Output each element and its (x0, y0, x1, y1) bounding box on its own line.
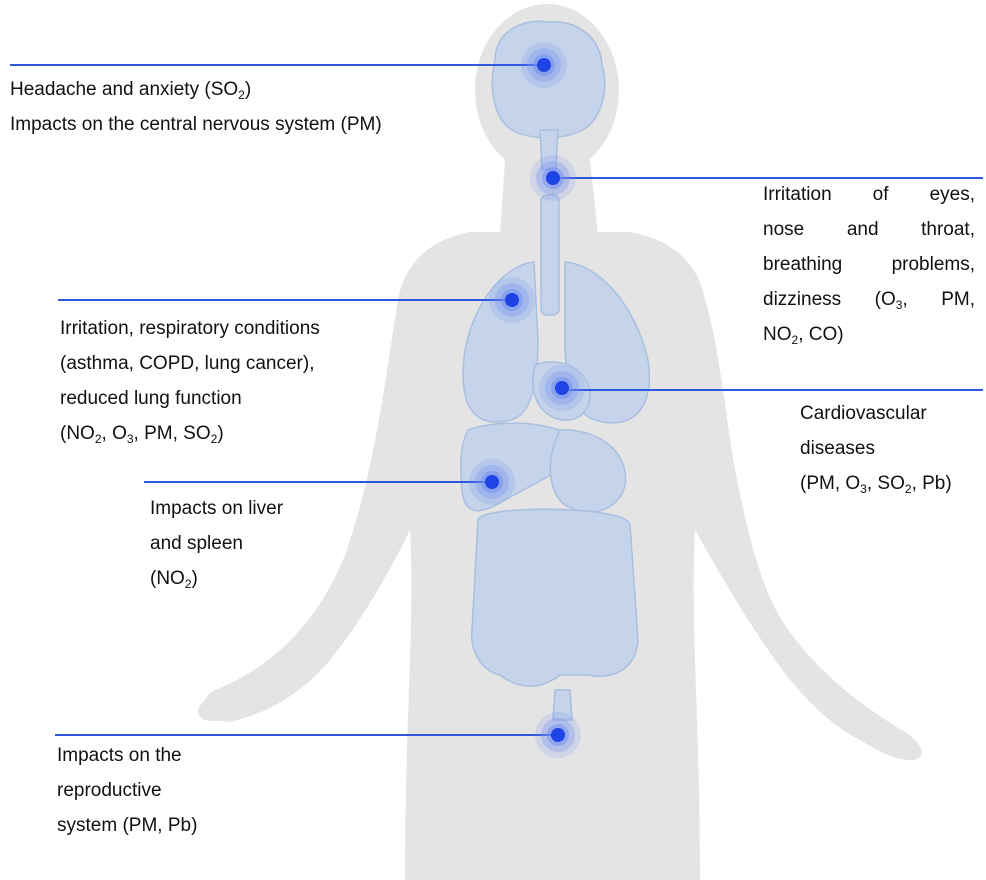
text-run: nose (763, 219, 804, 240)
text-run: ) (217, 423, 223, 444)
marker-liver-spleen (469, 459, 515, 505)
text-run: Impacts on liver (150, 498, 283, 519)
callout-line: and spleen (150, 526, 283, 561)
callout-line: (NO2, O3, PM, SO2) (60, 416, 320, 451)
text-run: , O (102, 423, 127, 444)
text-run: (O (875, 289, 896, 310)
callout-line: Irritation of eyes, (763, 177, 975, 212)
callout-word: eyes, (930, 177, 975, 212)
callout-line: reduced lung function (60, 381, 320, 416)
text-run: reduced lung function (60, 388, 242, 409)
text-run: breathing (763, 254, 842, 275)
callout-word: dizziness (763, 282, 841, 317)
text-run: reproductive (57, 780, 162, 801)
callout-word: nose (763, 212, 804, 247)
callout-line: (asthma, COPD, lung cancer), (60, 346, 320, 381)
text-run: ) (192, 568, 198, 589)
text-run: and spleen (150, 533, 243, 554)
callout-word: problems, (892, 247, 975, 282)
callout-word: (O3, (875, 282, 908, 317)
callout-cardiovascular: Cardiovascular diseases (PM, O3, SO2, Pb) (800, 396, 952, 501)
text-run: eyes, (930, 184, 975, 205)
text-run: , CO) (798, 324, 843, 345)
callout-line: diseases (800, 431, 952, 466)
marker-reproductive (535, 712, 581, 758)
marker-cardiovascular (539, 365, 585, 411)
text-run: PM, (941, 289, 975, 310)
text-run: diseases (800, 438, 875, 459)
subscript: 2 (905, 482, 912, 496)
text-run: and (847, 219, 879, 240)
text-run: NO (763, 324, 792, 345)
callout-line: (PM, O3, SO2, Pb) (800, 466, 952, 501)
callout-line: nose and throat, (763, 212, 975, 247)
callout-line: Cardiovascular (800, 396, 952, 431)
text-run: , Pb) (912, 473, 952, 494)
callout-word: of (873, 177, 889, 212)
intestines-icon (472, 509, 638, 686)
callout-line: Impacts on the central nervous system (P… (10, 107, 382, 142)
callout-line: Headache and anxiety (SO2) (10, 72, 382, 107)
subscript: 2 (185, 577, 192, 591)
callout-line: Impacts on liver (150, 491, 283, 526)
text-run: Headache and anxiety (SO (10, 79, 238, 100)
text-run: Impacts on the (57, 745, 182, 766)
subscript: 3 (127, 432, 134, 446)
text-run: ) (245, 79, 251, 100)
text-run: (PM, O (800, 473, 860, 494)
text-run: Irritation, respiratory conditions (60, 318, 320, 339)
text-run: (asthma, COPD, lung cancer), (60, 353, 314, 374)
text-run: throat, (921, 219, 975, 240)
callout-liver-spleen: Impacts on liver and spleen (NO2) (150, 491, 283, 596)
callout-line: dizziness (O3, PM, (763, 282, 975, 317)
callout-line: (NO2) (150, 561, 283, 596)
callout-word: PM, (941, 282, 975, 317)
text-run: , SO (867, 473, 905, 494)
callout-line: NO2, CO) (763, 317, 975, 352)
callout-respiratory: Irritation, respiratory conditions (asthm… (60, 311, 320, 451)
subscript: 2 (95, 432, 102, 446)
trachea-shape (541, 195, 559, 315)
text-run: of (873, 184, 889, 205)
marker-respiratory (489, 277, 535, 323)
callout-word: breathing (763, 247, 842, 282)
callout-brain: Headache and anxiety (SO2) Impacts on the… (10, 72, 382, 142)
text-run: Impacts on the central nervous system (P… (10, 114, 382, 135)
callout-line: reproductive (57, 773, 197, 808)
text-run: Cardiovascular (800, 403, 927, 424)
subscript: 2 (238, 88, 245, 102)
callout-word: and (847, 212, 879, 247)
text-run: Irritation (763, 184, 832, 205)
text-run: dizziness (763, 289, 841, 310)
callout-word: throat, (921, 212, 975, 247)
marker-eyes-nose-throat (530, 155, 576, 201)
callout-line: system (PM, Pb) (57, 808, 197, 843)
callout-eyes-nose-throat: Irritation of eyes, nose and throat, breathing… (763, 177, 975, 352)
callout-reproductive: Impacts on the reproductive system (PM, Pb… (57, 738, 197, 843)
callout-line: Irritation, respiratory conditions (60, 311, 320, 346)
marker-brain (521, 42, 567, 88)
text-run: system (PM, Pb) (57, 815, 197, 836)
subscript: 3 (860, 482, 867, 496)
text-run: problems, (892, 254, 975, 275)
text-run: , (902, 289, 907, 310)
callout-line: Impacts on the (57, 738, 197, 773)
text-run: , PM, SO (134, 423, 211, 444)
text-run: (NO (150, 568, 185, 589)
callout-word: Irritation (763, 177, 832, 212)
callout-line: breathing problems, (763, 247, 975, 282)
text-run: (NO (60, 423, 95, 444)
